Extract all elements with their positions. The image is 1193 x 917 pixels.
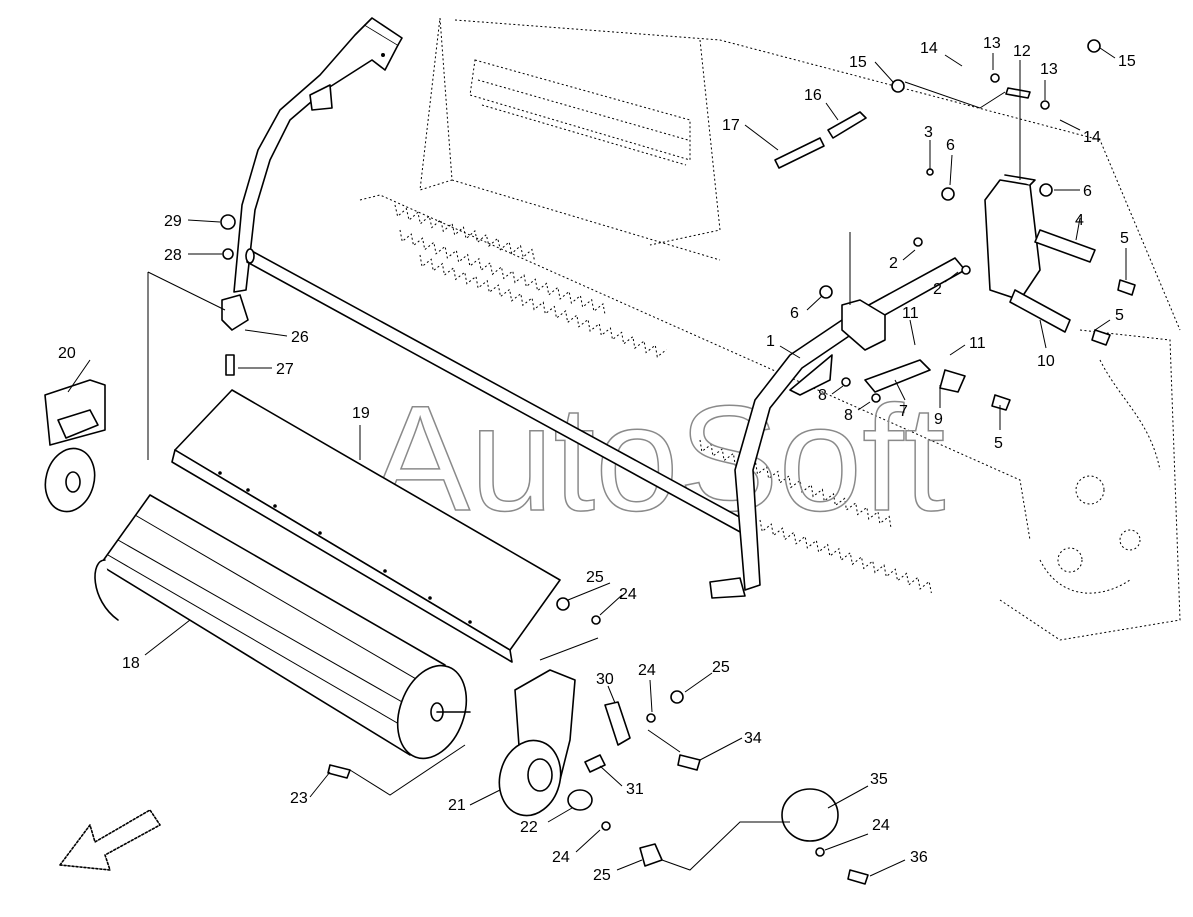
callout-36: 36	[910, 849, 928, 866]
callout-5: 5	[1115, 307, 1124, 324]
right-bracket-plate	[984, 174, 1041, 301]
callout-26: 26	[291, 329, 309, 346]
callout-35: 35	[870, 771, 888, 788]
callout-14: 14	[1083, 129, 1101, 146]
callout-8: 8	[844, 407, 853, 424]
callout-25: 25	[712, 659, 730, 676]
callout-11: 11	[969, 335, 986, 352]
callout-12: 12	[1013, 43, 1031, 60]
leader-lines	[67, 47, 1127, 877]
callout-10: 10	[1037, 353, 1055, 370]
hardware	[220, 39, 1136, 885]
cover-19	[171, 389, 561, 663]
callout-27: 27	[276, 361, 294, 378]
callout-24: 24	[619, 586, 637, 603]
callout-34: 34	[744, 730, 762, 747]
roller-18	[94, 494, 471, 760]
callout-6: 6	[946, 137, 955, 154]
callout-1: 1	[766, 333, 775, 350]
callout-14: 14	[920, 40, 938, 57]
callout-23: 23	[290, 790, 308, 807]
support-arm-left	[233, 17, 403, 293]
callout-8: 8	[818, 387, 827, 404]
callout-5: 5	[1120, 230, 1129, 247]
callout-19: 19	[352, 405, 370, 422]
callout-13: 13	[983, 35, 1001, 52]
callout-18: 18	[122, 655, 140, 672]
callout-21: 21	[448, 797, 466, 814]
callout-16: 16	[804, 87, 822, 104]
callout-7: 7	[899, 403, 908, 420]
callout-30: 30	[596, 671, 614, 688]
callout-24: 24	[638, 662, 656, 679]
watermark-text: AutoSoft	[370, 374, 945, 542]
callout-6: 6	[1083, 183, 1092, 200]
end-plate-20	[44, 379, 106, 513]
callout-22: 22	[520, 819, 538, 836]
support-arm-right	[709, 257, 966, 599]
callout-25: 25	[593, 867, 611, 884]
callout-15: 15	[849, 54, 867, 71]
callout-11: 11	[902, 305, 919, 322]
callout-2: 2	[933, 281, 942, 298]
callout-20: 20	[58, 345, 76, 362]
callout-9: 9	[934, 411, 943, 428]
tine-rotor	[394, 204, 932, 594]
callout-24: 24	[552, 849, 570, 866]
callout-28: 28	[164, 247, 182, 264]
callout-24: 24	[872, 817, 890, 834]
callout-25: 25	[586, 569, 604, 586]
machine-frame	[359, 17, 1181, 641]
callout-15: 15	[1118, 53, 1136, 70]
callout-29: 29	[164, 213, 182, 230]
right-end-assembly	[498, 669, 839, 867]
callout-2: 2	[889, 255, 898, 272]
callout-4: 4	[1075, 212, 1084, 229]
callout-5: 5	[994, 435, 1003, 452]
callout-6: 6	[790, 305, 799, 322]
callout-labels: 1 2 2 3 4 5 5 5 6 6 6 7 8 8 9 10 11 11 1…	[58, 35, 1136, 884]
direction-arrow-icon	[59, 809, 161, 871]
callout-3: 3	[924, 124, 933, 141]
callout-13: 13	[1040, 61, 1058, 78]
callout-17: 17	[722, 117, 740, 134]
callout-31: 31	[626, 781, 644, 798]
